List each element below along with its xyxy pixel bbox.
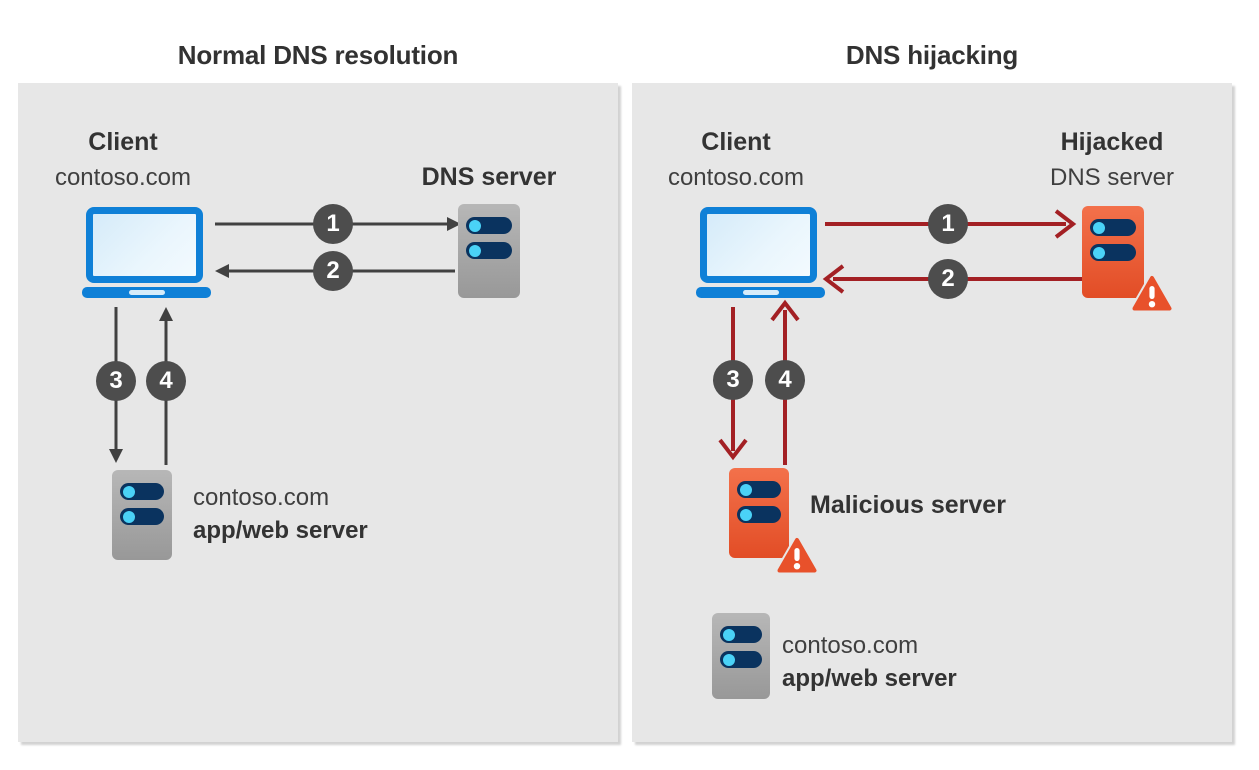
server-led-dot: [1093, 221, 1105, 234]
dns-server-icon: [458, 204, 520, 298]
arrow-step1-head-icon: [447, 217, 461, 231]
arrow-step2-head-icon: [822, 264, 845, 294]
dns-hijacking-title: DNS hijacking: [845, 40, 1019, 70]
server-led-dot: [1093, 246, 1105, 259]
malicious-server-label: Malicious server: [810, 491, 1006, 519]
server-led-dot: [469, 244, 481, 257]
arrow-step1-head-icon: [1054, 209, 1077, 239]
client-laptop-icon: [82, 207, 212, 298]
normal-dns-panel: Client contoso.com DNS server 1 2 3 4 co…: [18, 83, 618, 742]
client-name: Client: [701, 128, 771, 156]
step-3-badge: 3: [713, 360, 753, 400]
hijacked-dns-server-label: Hijacked DNS server: [1049, 128, 1175, 191]
server-led-dot: [723, 653, 735, 666]
app-web-server-icon: [112, 470, 172, 560]
hijacked-dns-server-icon: [1082, 206, 1144, 298]
arrow-step3-head-icon: [718, 438, 748, 461]
laptop-base: [82, 287, 211, 298]
server-led-bar: [720, 626, 762, 643]
server-led-bar: [120, 508, 164, 525]
server-led-dot: [469, 219, 481, 232]
app-web-server-label: contoso.com app/web server: [782, 632, 957, 692]
server-led-bar: [737, 506, 781, 523]
app-web-server-label: contoso.com app/web server: [193, 484, 368, 544]
laptop-notch: [742, 290, 779, 295]
server-led-dot: [740, 483, 752, 496]
server-led-bar: [1090, 244, 1136, 261]
client-label: Client contoso.com: [636, 125, 836, 195]
server-led-dot: [740, 508, 752, 521]
server-led-bar: [720, 651, 762, 668]
server-led-bar: [466, 242, 512, 259]
arrow-step3-head-icon: [109, 449, 123, 463]
step-4-badge: 4: [765, 360, 805, 400]
server-led-dot: [123, 510, 135, 523]
laptop-screen: [700, 207, 817, 283]
step-2-badge: 2: [313, 251, 353, 291]
normal-dns-title: Normal DNS resolution: [177, 40, 459, 70]
arrow-step4-head-icon: [770, 299, 800, 322]
server-led-bar: [466, 217, 512, 234]
client-domain: contoso.com: [667, 164, 805, 191]
app-web-server-icon: [712, 613, 770, 699]
step-1-badge: 1: [928, 204, 968, 244]
malicious-server-icon: [729, 468, 789, 558]
arrow-step4-head-icon: [159, 307, 173, 321]
step-4-badge: 4: [146, 361, 186, 401]
server-led-bar: [120, 483, 164, 500]
client-label: Client contoso.com: [23, 125, 223, 195]
step-3-badge: 3: [96, 361, 136, 401]
step-1-badge: 1: [313, 204, 353, 244]
client-laptop-icon: [696, 207, 826, 298]
server-led-dot: [723, 628, 735, 641]
dns-server-label: DNS server: [421, 163, 557, 191]
server-led-bar: [737, 481, 781, 498]
warning-icon: [775, 536, 819, 575]
laptop-screen: [86, 207, 203, 283]
client-domain: contoso.com: [54, 164, 192, 191]
warning-icon: [1130, 274, 1174, 313]
dns-hijacking-panel: Client contoso.com Hijacked DNS server 1…: [632, 83, 1232, 742]
step-2-badge: 2: [928, 259, 968, 299]
server-led-dot: [123, 485, 135, 498]
laptop-base: [696, 287, 825, 298]
arrow-step2-head-icon: [215, 264, 229, 278]
laptop-notch: [128, 290, 165, 295]
server-led-bar: [1090, 219, 1136, 236]
client-name: Client: [88, 128, 158, 156]
